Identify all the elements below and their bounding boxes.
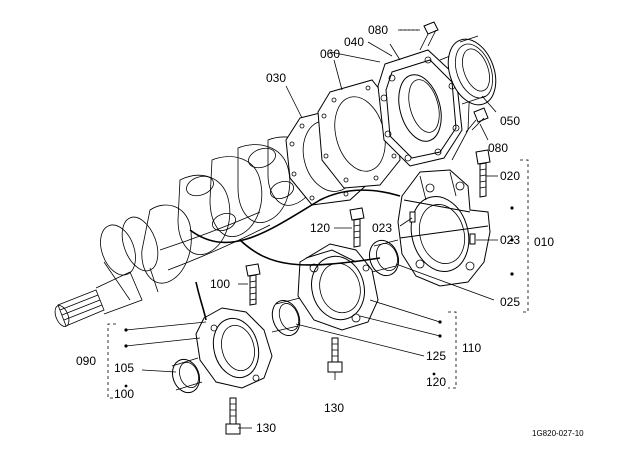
label-130-bottom: 130: [256, 421, 276, 435]
part-125-bearing: [271, 297, 301, 336]
label-060: 060: [320, 47, 340, 61]
part-010-main-bearing-case: [397, 169, 491, 287]
label-090: 090: [76, 354, 96, 368]
label-080-bottom: 080: [488, 141, 508, 155]
label-dots: [124, 29, 436, 388]
drawing-code: 1G820-027-10: [532, 429, 584, 438]
label-125: 125: [426, 349, 446, 363]
label-100-left: 100: [210, 277, 230, 291]
label-020: 020: [500, 169, 520, 183]
part-023-pin-right: [469, 233, 476, 245]
label-100-bottom: 100: [114, 387, 134, 401]
leader-lines: [141, 29, 498, 429]
label-023-left: 023: [372, 221, 392, 235]
part-130-bolt-bottom: [225, 397, 241, 435]
part-110-main-bearing-case: [297, 243, 379, 331]
label-120-top: 120: [310, 221, 330, 235]
part-080-screw-top: [419, 21, 439, 51]
label-080-top: 080: [368, 23, 388, 37]
label-110: 110: [462, 341, 481, 355]
label-040: 040: [344, 35, 364, 49]
label-050: 050: [500, 114, 520, 128]
part-080-screw-bottom: [465, 107, 489, 133]
bracket-010: [510, 159, 529, 313]
label-105: 105: [114, 361, 134, 375]
bracket-110: [359, 299, 457, 389]
bracket-090: [107, 321, 207, 399]
part-105-bearing: [171, 357, 203, 394]
crankshaft: [54, 136, 325, 327]
label-120-bottom: 120: [426, 375, 446, 389]
part-020-bolt: [475, 149, 491, 198]
label-010: 010: [534, 235, 554, 249]
part-130-bolt-middle: [327, 337, 343, 373]
assembly-lines: [189, 43, 401, 321]
part-120-bolt-top: [349, 207, 365, 248]
part-100-bolt: [245, 263, 261, 306]
label-023-right: 023: [500, 233, 520, 247]
label-025: 025: [500, 295, 520, 309]
part-025-bearing: [368, 239, 400, 277]
part-023-pin-left: [409, 211, 416, 223]
part-040-bearing-case-cover: [377, 49, 471, 167]
label-030: 030: [266, 71, 286, 85]
part-090-main-bearing-case: [195, 307, 273, 389]
part-050-oil-seal: [447, 35, 497, 106]
label-130-middle: 130: [324, 401, 344, 415]
part-labels: 080 040 060 030 050 080 020 120 023 023 …: [76, 23, 584, 438]
